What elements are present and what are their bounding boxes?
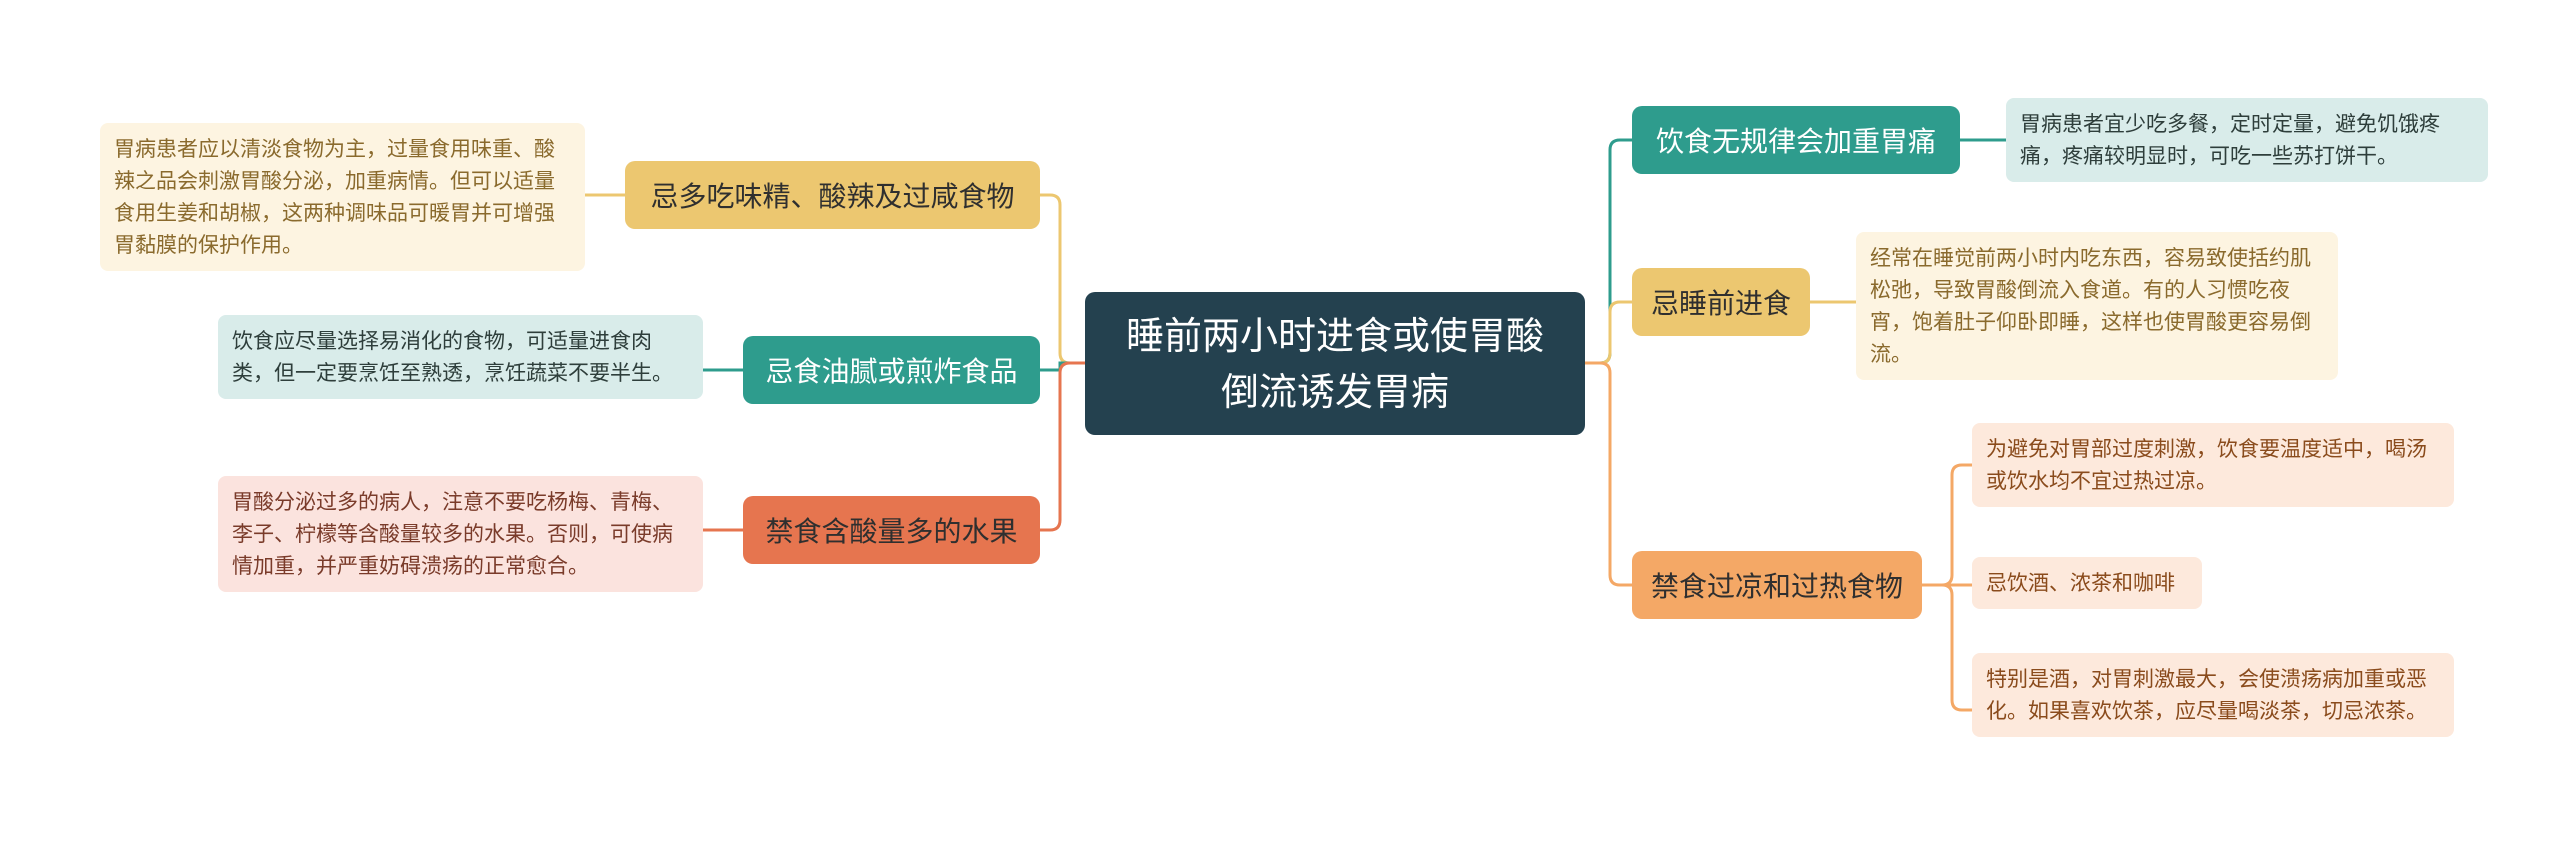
detail-text: 忌饮酒、浓茶和咖啡 <box>1986 571 2175 595</box>
detail-temperature-1[interactable]: 为避免对胃部过度刺激，饮食要温度适中，喝汤或饮水均不宜过热过凉。 <box>1972 423 2454 507</box>
detail-flavor[interactable]: 胃病患者应以清淡食物为主，过量食用味重、酸辣之品会刺激胃酸分泌，加重病情。但可以… <box>100 123 585 271</box>
detail-temperature-2[interactable]: 忌饮酒、浓茶和咖啡 <box>1972 557 2202 609</box>
detail-text: 胃酸分泌过多的病人，注意不要吃杨梅、青梅、李子、柠檬等含酸量较多的水果。否则，可… <box>232 490 673 578</box>
connector-right-3-detail-3 <box>1922 583 1972 712</box>
branch-temperature[interactable]: 禁食过凉和过热食物 <box>1632 551 1922 619</box>
branch-msg-flavor[interactable]: 忌多吃味精、酸辣及过咸食物 <box>625 161 1040 229</box>
connector-root-right-3 <box>1585 361 1632 587</box>
root-topic[interactable]: 睡前两小时进食或使胃酸倒流诱发胃病 <box>1085 292 1585 435</box>
detail-acidic-fruit[interactable]: 胃酸分泌过多的病人，注意不要吃杨梅、青梅、李子、柠檬等含酸量较多的水果。否则，可… <box>218 476 703 592</box>
branch-late-eating[interactable]: 忌睡前进食 <box>1632 268 1810 336</box>
detail-late-eating[interactable]: 经常在睡觉前两小时内吃东西，容易致使括约肌松弛，导致胃酸倒流入食道。有的人习惯吃… <box>1856 232 2338 380</box>
connector-root-left-3 <box>1040 361 1085 532</box>
branch-label: 忌睡前进食 <box>1650 287 1791 320</box>
branch-label: 忌食油腻或煎炸食品 <box>765 355 1018 388</box>
branch-greasy-food[interactable]: 忌食油腻或煎炸食品 <box>743 336 1040 404</box>
detail-irregular-diet[interactable]: 胃病患者宜少吃多餐，定时定量，避免饥饿疼痛，疼痛较明显时，可吃一些苏打饼干。 <box>2006 98 2488 182</box>
connector-right-3-detail-1 <box>1922 463 1972 587</box>
root-topic-label: 睡前两小时进食或使胃酸倒流诱发胃病 <box>1125 313 1544 414</box>
detail-text: 胃病患者应以清淡食物为主，过量食用味重、酸辣之品会刺激胃酸分泌，加重病情。但可以… <box>114 137 555 257</box>
detail-text: 胃病患者宜少吃多餐，定时定量，避免饥饿疼痛，疼痛较明显时，可吃一些苏打饼干。 <box>2020 112 2440 168</box>
detail-greasy-food[interactable]: 饮食应尽量选择易消化的食物，可适量进食肉类，但一定要烹饪至熟透，烹饪蔬菜不要半生… <box>218 315 703 399</box>
detail-text: 特别是酒，对胃刺激最大，会使溃疡病加重或恶化。如果喜欢饮茶，应尽量喝淡茶，切忌浓… <box>1986 667 2427 723</box>
branch-acidic-fruit[interactable]: 禁食含酸量多的水果 <box>743 496 1040 564</box>
branch-label: 禁食含酸量多的水果 <box>765 515 1018 548</box>
branch-label: 禁食过凉和过热食物 <box>1650 570 1903 603</box>
branch-label: 饮食无规律会加重胃痛 <box>1655 125 1936 158</box>
detail-text: 为避免对胃部过度刺激，饮食要温度适中，喝汤或饮水均不宜过热过凉。 <box>1986 437 2427 493</box>
detail-text: 饮食应尽量选择易消化的食物，可适量进食肉类，但一定要烹饪至熟透，烹饪蔬菜不要半生… <box>232 329 673 385</box>
connector-root-left-1 <box>1040 193 1085 365</box>
detail-temperature-3[interactable]: 特别是酒，对胃刺激最大，会使溃疡病加重或恶化。如果喜欢饮茶，应尽量喝淡茶，切忌浓… <box>1972 653 2454 737</box>
branch-irregular-diet[interactable]: 饮食无规律会加重胃痛 <box>1632 106 1960 174</box>
detail-text: 经常在睡觉前两小时内吃东西，容易致使括约肌松弛，导致胃酸倒流入食道。有的人习惯吃… <box>1870 246 2311 366</box>
branch-label: 忌多吃味精、酸辣及过咸食物 <box>650 180 1015 213</box>
